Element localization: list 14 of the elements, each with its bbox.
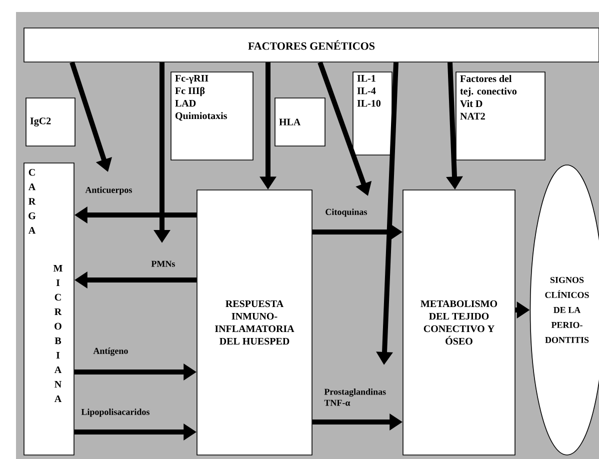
edge-label: Citoquinas — [324, 208, 368, 218]
banner-box: FACTORES GENÉTICOS — [24, 28, 599, 62]
factor-box: Factores del tej. conectivo Vit D NAT2 — [456, 72, 546, 160]
process-box: METABOLISMO DEL TEJIDO CONECTIVO Y ÓSEO — [402, 190, 516, 456]
factor-box: HLA — [274, 98, 326, 146]
edge-label: Anticuerpos — [84, 186, 134, 196]
edge-label: Prostaglandinas TNF-α — [323, 387, 390, 407]
factor-box: Fc-γRII Fc IIIβ LAD Quimiotaxis — [170, 72, 254, 160]
factor-box: IL-1 IL-4 IL-10 — [352, 72, 392, 156]
edge-label: Lipopolisacaridos — [80, 408, 151, 418]
process-box: CARGA MICROBIANA — [24, 162, 74, 456]
factor-box: IgC2 — [26, 98, 76, 146]
process-box: RESPUESTA INMUNO- INFLAMATORIA DEL HUESPED — [196, 190, 312, 456]
edge-label: Antígeno — [92, 346, 130, 357]
